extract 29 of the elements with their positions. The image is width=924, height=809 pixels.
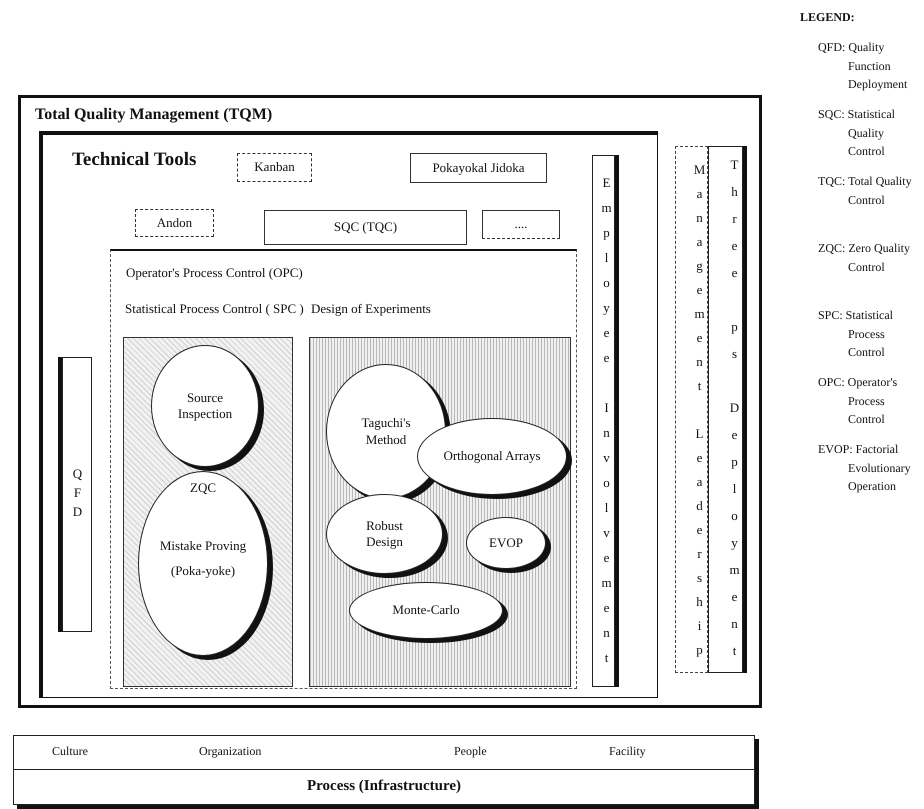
legend-entry: SQC: Statistical Quality Control (818, 106, 896, 160)
frame-title: Total Quality Management (TQM) (35, 106, 272, 124)
ellipse-label: Mistake Proving (Poka-yoke) (158, 537, 248, 580)
tool-box: Kanban (237, 153, 312, 182)
vertical-bar: Management Leadership (675, 146, 708, 673)
legend-entry: EVOP: Factorial Evolutionary Operation (818, 441, 912, 496)
framed-panel (39, 131, 658, 698)
category-label: Facility (609, 744, 646, 759)
legend-entry: ZQC: Zero Quality Control (818, 240, 911, 276)
framed-panel (18, 95, 762, 708)
legend-entry: QFD: Quality Function Deployment (818, 39, 908, 94)
legend-entry: OPC: Operator's Process Control (818, 374, 898, 428)
tool-box: .... (482, 210, 560, 239)
legend-entry: SPC: Statistical Process Control (818, 307, 894, 362)
tool-box: Pokayokal Jidoka (410, 153, 547, 183)
framed-panel (110, 249, 577, 689)
legend-title: LEGEND: (800, 10, 855, 25)
tool-box: SQC (TQC) (264, 210, 467, 245)
category-label: Culture (52, 744, 88, 759)
category-label: Organization (199, 744, 262, 759)
group-title: Statistical Process Control ( SPC ) (125, 301, 304, 317)
legend-entry: TQC: Total Quality Control (818, 173, 912, 209)
section-title: Operator's Process Control (OPC) (126, 265, 303, 281)
group-title: Design of Experiments (311, 301, 431, 317)
infrastructure-title: Process (Infrastructure) (306, 778, 462, 795)
category-label: People (454, 744, 487, 759)
section-title: Technical Tools (72, 149, 196, 171)
tool-box: Andon (135, 209, 214, 237)
ellipse-label: ZQC (189, 480, 217, 496)
